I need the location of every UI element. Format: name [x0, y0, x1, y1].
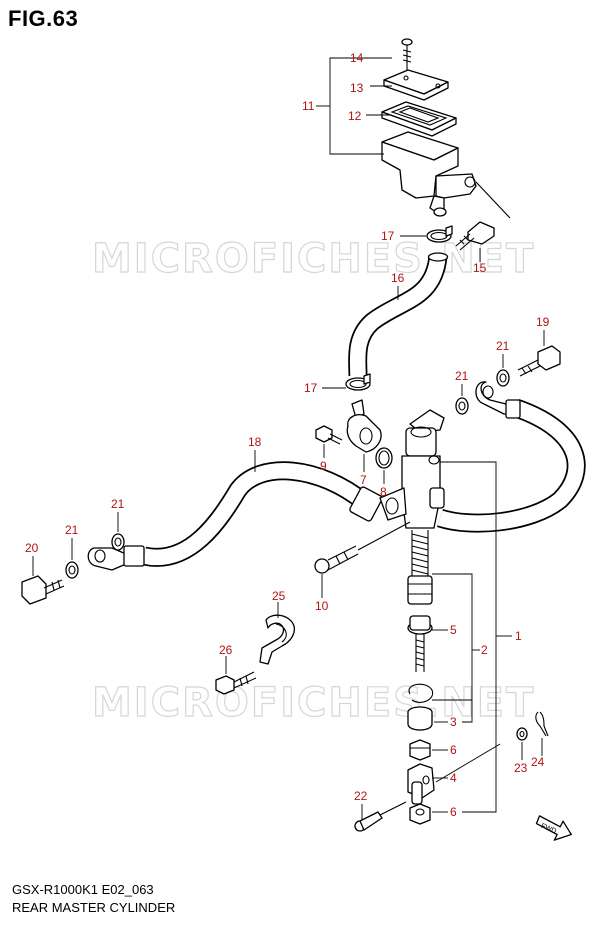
piston-spring — [407, 530, 433, 605]
callout-21-c: 21 — [111, 497, 125, 511]
callout-25: 25 — [272, 589, 286, 603]
mounting-bolt-10 — [314, 521, 411, 574]
callout-6-lower: 6 — [450, 805, 457, 819]
callout-15: 15 — [473, 261, 487, 275]
cotter-pin-24 — [535, 711, 549, 737]
callout-7: 7 — [360, 473, 367, 487]
callout-5: 5 — [450, 623, 457, 637]
brake-hose-right — [437, 381, 586, 533]
callout-6-upper: 6 — [450, 743, 457, 757]
reservoir-diaphragm-12 — [381, 101, 457, 137]
reservoir-hose-16 — [348, 252, 449, 377]
reservoir-cap-13 — [383, 69, 449, 101]
hose-guide-25 — [259, 614, 296, 665]
circlip — [408, 683, 434, 703]
washer-23 — [516, 727, 528, 741]
reservoir-screw-14 — [401, 38, 413, 70]
push-rod-5 — [407, 615, 433, 672]
callout-23: 23 — [514, 761, 528, 775]
hose-clamp-17-top — [426, 225, 453, 243]
callout-24: 24 — [531, 755, 545, 769]
nut-6-lower — [409, 803, 431, 825]
watermark-bottom: MICROFICHES.NET — [92, 680, 535, 726]
fwd-arrow-icon: FWD — [535, 815, 572, 841]
callout-10: 10 — [315, 599, 329, 613]
callout-17-top: 17 — [381, 229, 395, 243]
callout-8: 8 — [380, 485, 387, 499]
hose-clamp-17-bottom — [345, 373, 371, 391]
callout-12: 12 — [348, 109, 362, 123]
callout-3: 3 — [450, 715, 457, 729]
union-bolt-20 — [21, 575, 65, 605]
washer-21-right-bottom — [455, 397, 469, 415]
figure-title: FIG.63 — [8, 6, 79, 31]
watermark-top: MICROFICHES.NET — [92, 236, 535, 282]
diagram-name: REAR MASTER CYLINDER — [12, 900, 176, 915]
reservoir-bolt-15 — [455, 221, 495, 251]
callout-22: 22 — [354, 789, 368, 803]
pin-22 — [354, 801, 407, 832]
callout-16: 16 — [391, 271, 405, 285]
hose-connector-7 — [346, 399, 382, 453]
callout-21-d: 21 — [65, 523, 79, 537]
callout-1: 1 — [515, 629, 522, 643]
washer-21-left-inner — [111, 533, 125, 551]
washer-21-right-top — [496, 369, 510, 387]
brake-hose-18 — [87, 461, 383, 571]
master-cylinder-1 — [379, 409, 445, 529]
nut-6-upper — [409, 739, 431, 761]
callout-17-bottom: 17 — [304, 381, 318, 395]
callout-11: 11 — [302, 99, 315, 113]
callout-13: 13 — [350, 81, 364, 95]
washer-21-left-outer — [65, 561, 79, 579]
callout-19: 19 — [536, 315, 550, 329]
clevis-4 — [407, 763, 435, 805]
callout-2: 2 — [481, 643, 488, 657]
callout-21-a: 21 — [496, 339, 510, 353]
callout-21-b: 21 — [455, 369, 469, 383]
callout-9: 9 — [320, 459, 327, 473]
model-code: GSX-R1000K1 E02_063 — [12, 882, 154, 897]
reservoir-body-11 — [381, 131, 511, 219]
o-ring-8 — [375, 447, 393, 469]
callout-4: 4 — [450, 771, 457, 785]
boot-3 — [407, 706, 433, 731]
union-bolt-19 — [517, 345, 561, 377]
bolt-26 — [215, 671, 257, 695]
callout-14: 14 — [350, 51, 364, 65]
screw-9 — [315, 425, 343, 445]
callout-20: 20 — [25, 541, 39, 555]
callout-18: 18 — [248, 435, 262, 449]
callout-26: 26 — [219, 643, 233, 657]
